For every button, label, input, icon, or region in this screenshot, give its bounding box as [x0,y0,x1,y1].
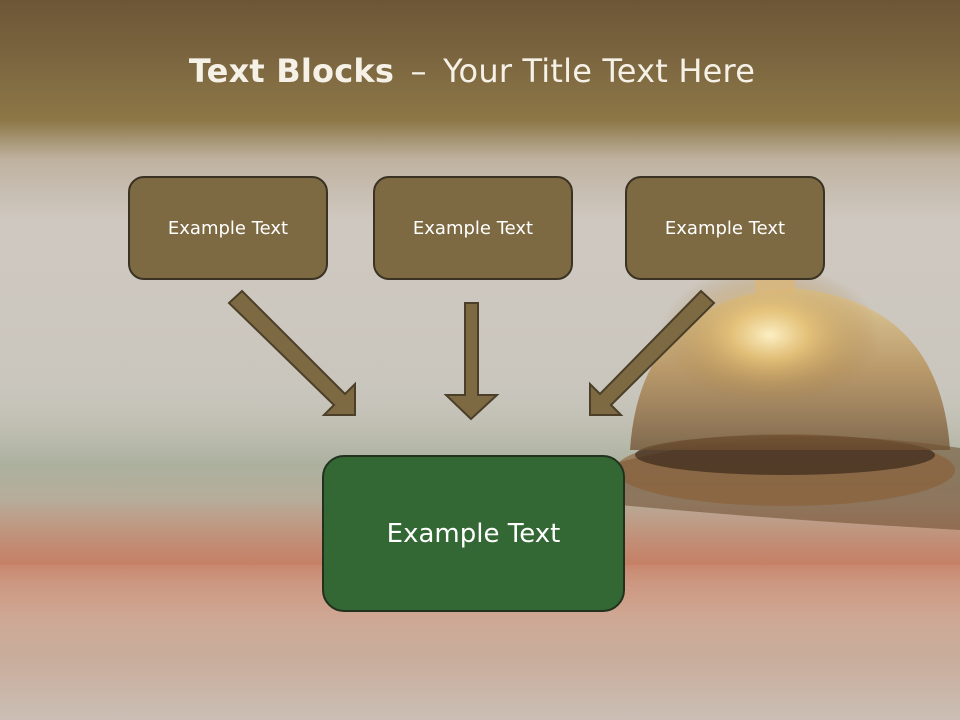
slide-title: Text Blocks – Your Title Text Here [0,52,944,90]
target-text-block[interactable]: Example Text [322,455,625,612]
arrow-left-down-icon [227,289,356,416]
text-block-3[interactable]: Example Text [625,176,825,280]
arrow-right-down-icon [589,289,716,416]
arrow-down-icon [443,302,500,421]
text-block-3-label: Example Text [664,217,786,239]
target-text-block-label: Example Text [386,518,561,549]
text-block-1[interactable]: Example Text [128,176,328,280]
text-block-2-label: Example Text [412,217,534,239]
text-block-2[interactable]: Example Text [373,176,573,280]
title-bold: Text Blocks [188,52,395,90]
title-rest: Your Title Text Here [443,52,756,90]
title-dash: – [410,52,427,90]
text-block-1-label: Example Text [167,217,289,239]
